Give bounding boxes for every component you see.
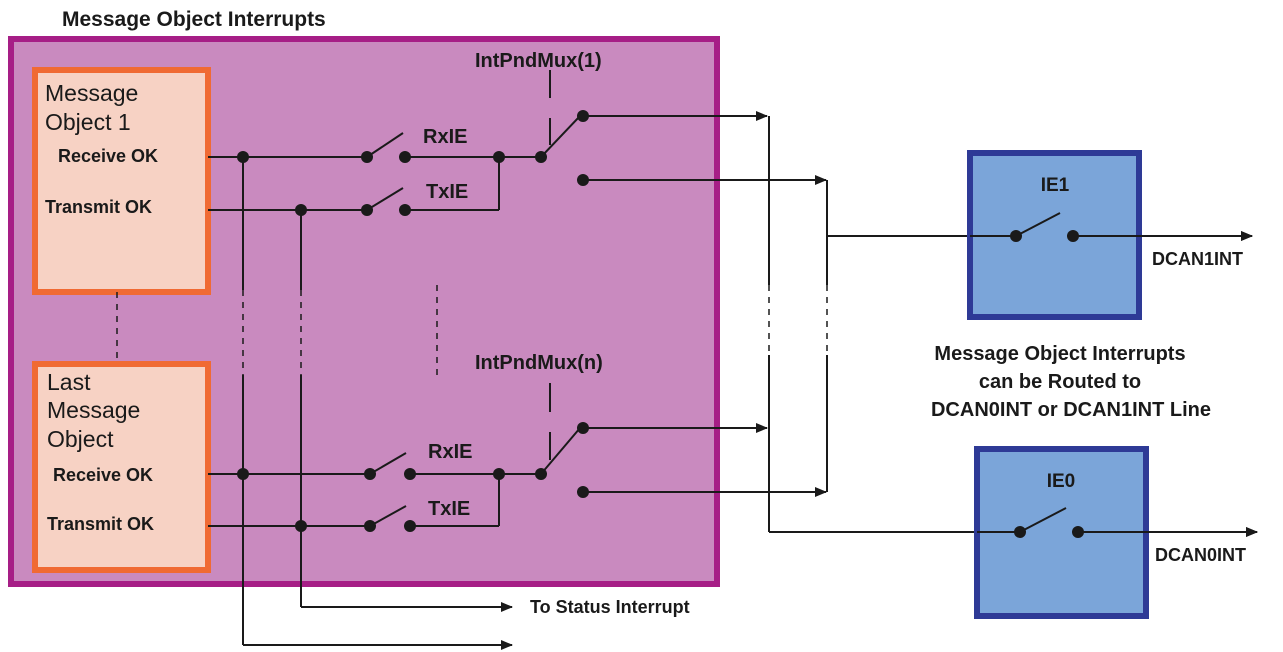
dcan0int-label: DCAN0INT (1155, 545, 1246, 565)
status-interrupt-label: To Status Interrupt (530, 597, 690, 617)
intpndmux-n-label: IntPndMux(n) (475, 352, 603, 374)
last-object-transmit-ok: Transmit OK (47, 514, 154, 534)
txie-label-n: TxIE (428, 498, 470, 520)
object1-name-line1: Message (45, 80, 138, 106)
ie0-label: IE0 (1047, 471, 1076, 492)
last-message-object-box (32, 361, 211, 573)
ie-wires (970, 212, 1258, 537)
routing-note-line2: can be Routed to (979, 371, 1141, 393)
routing-note-line1: Message Object Interrupts (934, 343, 1185, 365)
intpndmux-1-label: IntPndMux(1) (475, 50, 602, 72)
object1-receive-ok: Receive OK (58, 146, 158, 166)
dcan1int-label: DCAN1INT (1152, 249, 1243, 269)
junction-dots (237, 110, 1084, 538)
last-object-name-line2: Message (47, 397, 140, 423)
txie-label-1: TxIE (426, 181, 468, 203)
last-object-name-line1: Last (47, 369, 91, 395)
ie1-label: IE1 (1041, 175, 1070, 196)
wires (208, 70, 1258, 650)
last-object-name-line3: Object (47, 426, 114, 452)
message-object-1-box (32, 67, 211, 295)
rxie-label-1: RxIE (423, 126, 467, 148)
diagram-title: Message Object Interrupts (62, 8, 326, 31)
object1-transmit-ok: Transmit OK (45, 197, 152, 217)
routing-note-line3: DCAN0INT or DCAN1INT Line (931, 399, 1211, 421)
object1-name-line2: Object 1 (45, 109, 131, 135)
last-object-receive-ok: Receive OK (53, 465, 153, 485)
continuation-dots (116, 285, 828, 375)
rxie-label-n: RxIE (428, 441, 472, 463)
